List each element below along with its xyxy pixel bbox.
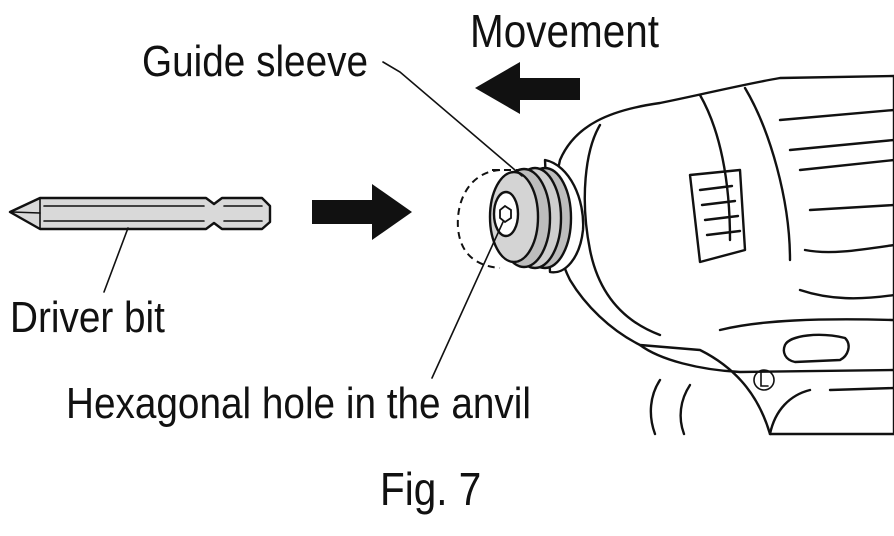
arrow-right-icon bbox=[312, 184, 412, 240]
hex-hole-label: Hexagonal hole in the anvil bbox=[66, 379, 531, 428]
leader-guide-sleeve bbox=[382, 61, 523, 177]
leader-driver-bit bbox=[103, 227, 129, 293]
guide-sleeve-label: Guide sleeve bbox=[142, 37, 369, 86]
guide-sleeve bbox=[456, 158, 585, 274]
driver-bit-label: Driver bit bbox=[10, 293, 165, 342]
circled-l-icon bbox=[753, 369, 775, 391]
leader-hex-hole bbox=[431, 221, 504, 379]
impact-driver-body bbox=[552, 74, 894, 436]
figure-caption: Fig. 7 bbox=[380, 463, 482, 515]
driver-bit bbox=[8, 196, 272, 231]
arrow-left-icon bbox=[475, 62, 580, 114]
movement-label: Movement bbox=[470, 5, 659, 57]
hexagonal-hole bbox=[499, 204, 512, 224]
